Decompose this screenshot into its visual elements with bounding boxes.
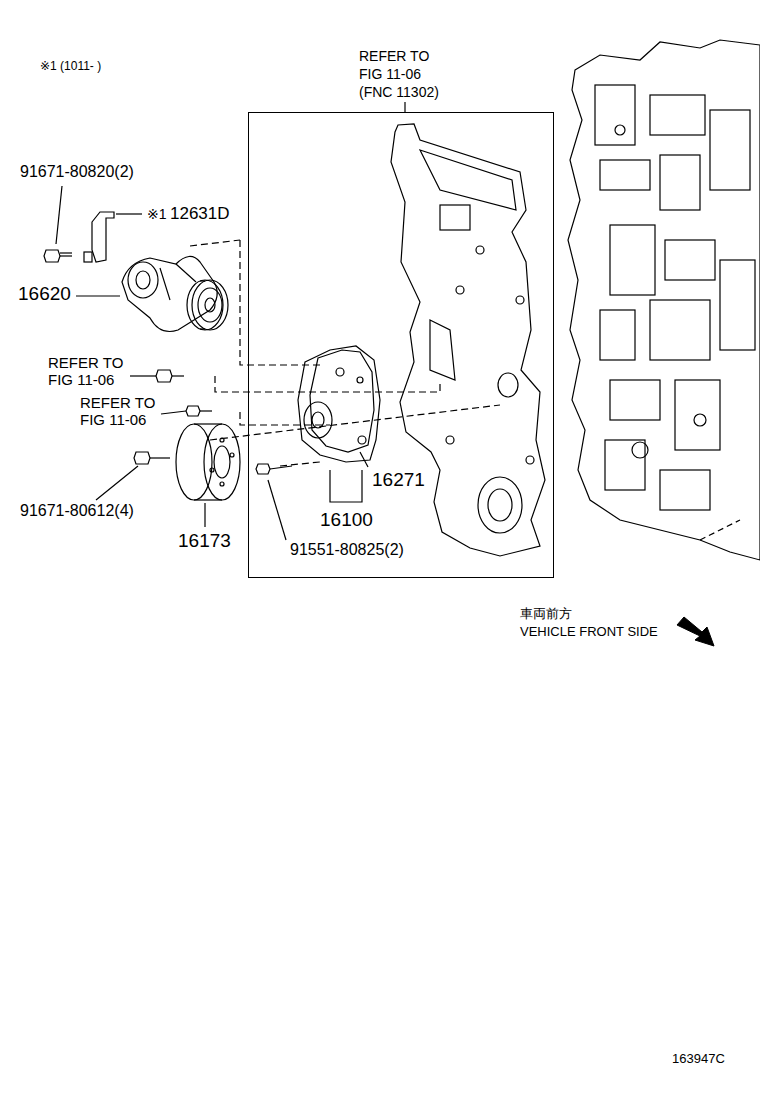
parts-group-box: REFER TO FIG 11-06 (FNC 11302) <box>248 112 554 578</box>
callout-number: 16173 <box>178 530 231 552</box>
callout-number: REFER TO FIG 11-06 <box>80 394 160 429</box>
callout-number: REFER TO FIG 11-06 <box>48 354 128 389</box>
callout-number: 12631D <box>170 204 230 224</box>
callout-number: 91671-80612(4) <box>20 502 134 520</box>
callout-number: 91551-80825(2) <box>290 541 404 559</box>
callout-number: 16620 <box>18 283 71 305</box>
callout-number: 16271 <box>372 469 425 491</box>
callout-number: 16100 <box>320 509 373 531</box>
callout-number: 91671-80820(2) <box>20 163 134 181</box>
callout-number: 163947C <box>672 1052 725 1067</box>
reference-heading: REFER TO FIG 11-06 (FNC 11302) <box>359 47 445 101</box>
callout-number: 車両前方 <box>520 607 572 622</box>
callout-number: ※1 <box>147 206 167 222</box>
callout-number: ※1 (1011- ) <box>40 60 101 74</box>
callout-number: VEHICLE FRONT SIDE <box>520 625 658 640</box>
